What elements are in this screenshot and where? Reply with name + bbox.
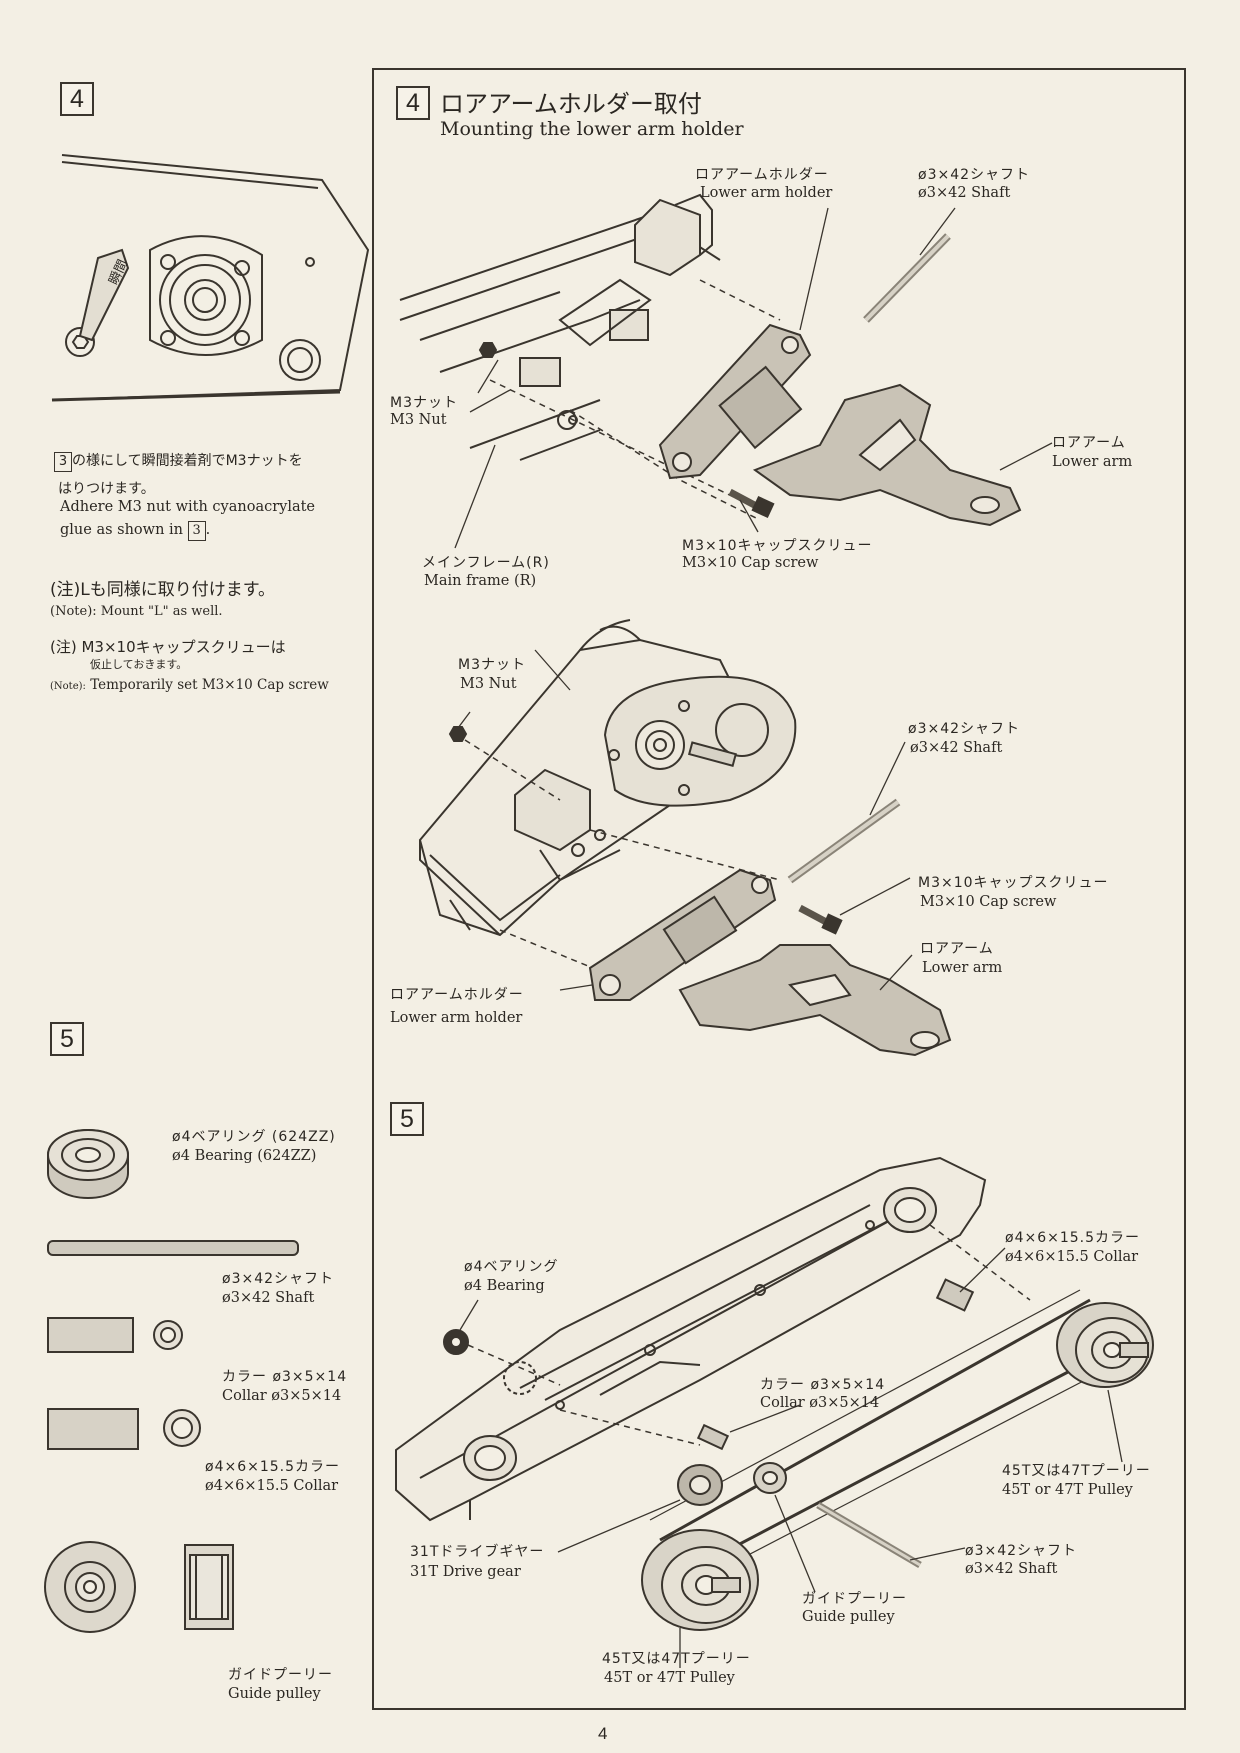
glue-bottle-label: 瞬間: [106, 257, 132, 288]
step-5-number: 5: [50, 1022, 84, 1056]
page-number: 4: [598, 1724, 608, 1743]
lbl-guide-jp: ガイドプーリー: [802, 1591, 907, 1607]
lbl-screw-top-jp: M3×10キャップスクリュー: [682, 538, 873, 554]
lbl-arm-top-en: Lower arm: [1052, 454, 1133, 470]
lbl-pulley-bottom-en: 45T or 47T Pulley: [604, 1670, 735, 1686]
lbl-frame-jp: メインフレーム(R): [422, 555, 550, 571]
lbl-nut-top-jp: M3ナット: [390, 395, 458, 411]
lbl-nut-mid-en: M3 Nut: [460, 676, 517, 692]
lbl-collar-small-en: Collar ø3×5×14: [760, 1395, 880, 1411]
lbl-nut-mid-jp: M3ナット: [458, 657, 526, 673]
panel-step-5-number: 5: [390, 1102, 424, 1136]
part-collar-big-jp: ø4×6×15.5カラー: [205, 1459, 341, 1475]
step4-title-en: Mounting the lower arm holder: [440, 118, 744, 140]
lbl-pulley-right-en: 45T or 47T Pulley: [1002, 1482, 1133, 1498]
lbl-drive-gear-en: 31T Drive gear: [410, 1564, 521, 1580]
lbl-holder-top-jp: ロアアームホルダー: [695, 167, 829, 183]
lbl-holder-top-en: Lower arm holder: [700, 185, 833, 201]
note-adhere-en2-end: .: [205, 522, 211, 538]
part-guide-pulley-jp: ガイドプーリー: [228, 1667, 333, 1683]
instruction-panel: [372, 68, 1186, 1710]
lbl-holder-mid-en: Lower arm holder: [390, 1010, 523, 1026]
part-shaft-jp: ø3×42シャフト: [222, 1271, 335, 1287]
note-adhere-jp2: はりつけます。: [58, 481, 155, 497]
lbl-arm-top-jp: ロアアーム: [1052, 435, 1126, 451]
lbl-shaft-en: ø3×42 Shaft: [965, 1561, 1058, 1577]
lbl-frame-en: Main frame (R): [424, 573, 537, 589]
lbl-collar-big-jp: ø4×6×15.5カラー: [1005, 1230, 1141, 1246]
lbl-collar-small-jp: カラー ø3×5×14: [760, 1377, 886, 1393]
part-guide-pulley-en: Guide pulley: [228, 1686, 321, 1702]
note-l-en: (Note): Mount "L" as well.: [50, 604, 223, 619]
lbl-pulley-bottom-jp: 45T又は47Tプーリー: [602, 1651, 751, 1667]
panel-step-4-number: 4: [396, 86, 430, 120]
lbl-shaft-mid-en: ø3×42 Shaft: [910, 740, 1003, 756]
part-bearing-jp: ø4ベアリング (624ZZ): [172, 1129, 336, 1145]
step-4-number: 4: [60, 82, 94, 116]
part-shaft-en: ø3×42 Shaft: [222, 1290, 315, 1306]
note-screw-en-prefix: (Note):: [50, 681, 86, 692]
part-collar-small-jp: カラー ø3×5×14: [222, 1369, 348, 1385]
lbl-screw-mid-en: M3×10 Cap screw: [920, 894, 1057, 910]
lbl-drive-gear-jp: 31Tドライブギヤー: [410, 1544, 545, 1560]
lbl-guide-en: Guide pulley: [802, 1609, 895, 1625]
note-screw-en-text: Temporarily set M3×10 Cap screw: [90, 677, 329, 693]
lbl-shaft-mid-jp: ø3×42シャフト: [908, 721, 1021, 737]
ref-box: 3: [54, 452, 72, 472]
note-screw-jp: (注) M3×10キャップスクリューは: [50, 638, 286, 656]
note-adhere-jp-text: の様にして瞬間接着剤でM3ナットを: [72, 453, 303, 469]
lbl-nut-top-en: M3 Nut: [390, 412, 447, 428]
note-adhere-en2-text: glue as shown in: [60, 522, 183, 538]
note-adhere-en2: glue as shown in 3.: [60, 521, 210, 541]
ref-box-en: 3: [187, 521, 206, 541]
lbl-arm-mid-en: Lower arm: [922, 960, 1003, 976]
note-screw-en: (Note): Temporarily set M3×10 Cap screw: [50, 677, 329, 693]
lbl-screw-top-en: M3×10 Cap screw: [682, 555, 819, 571]
part-collar-big-en: ø4×6×15.5 Collar: [205, 1478, 339, 1494]
lbl-collar-big-en: ø4×6×15.5 Collar: [1005, 1249, 1139, 1265]
lbl-pulley-right-jp: 45T又は47Tプーリー: [1002, 1463, 1151, 1479]
note-l-jp: (注)Lも同様に取り付けます。: [50, 580, 276, 600]
lbl-bearing-jp: ø4ベアリング: [464, 1259, 559, 1275]
lbl-bearing-en: ø4 Bearing: [464, 1278, 545, 1294]
note-adhere-en1: Adhere M3 nut with cyanoacrylate: [60, 499, 316, 515]
lbl-shaft-top-en: ø3×42 Shaft: [918, 185, 1011, 201]
part-bearing-en: ø4 Bearing (624ZZ): [172, 1148, 317, 1164]
lbl-arm-mid-jp: ロアアーム: [920, 941, 994, 957]
lbl-holder-mid-jp: ロアアームホルダー: [390, 987, 524, 1003]
lbl-shaft-jp: ø3×42シャフト: [965, 1543, 1078, 1559]
step4-title-jp: ロアアームホルダー取付: [440, 90, 702, 118]
lbl-screw-mid-jp: M3×10キャップスクリュー: [918, 875, 1109, 891]
lbl-shaft-top-jp: ø3×42シャフト: [918, 167, 1031, 183]
part-collar-small-en: Collar ø3×5×14: [222, 1388, 342, 1404]
note-screw-jp2: 仮止しておきます。: [90, 658, 188, 671]
